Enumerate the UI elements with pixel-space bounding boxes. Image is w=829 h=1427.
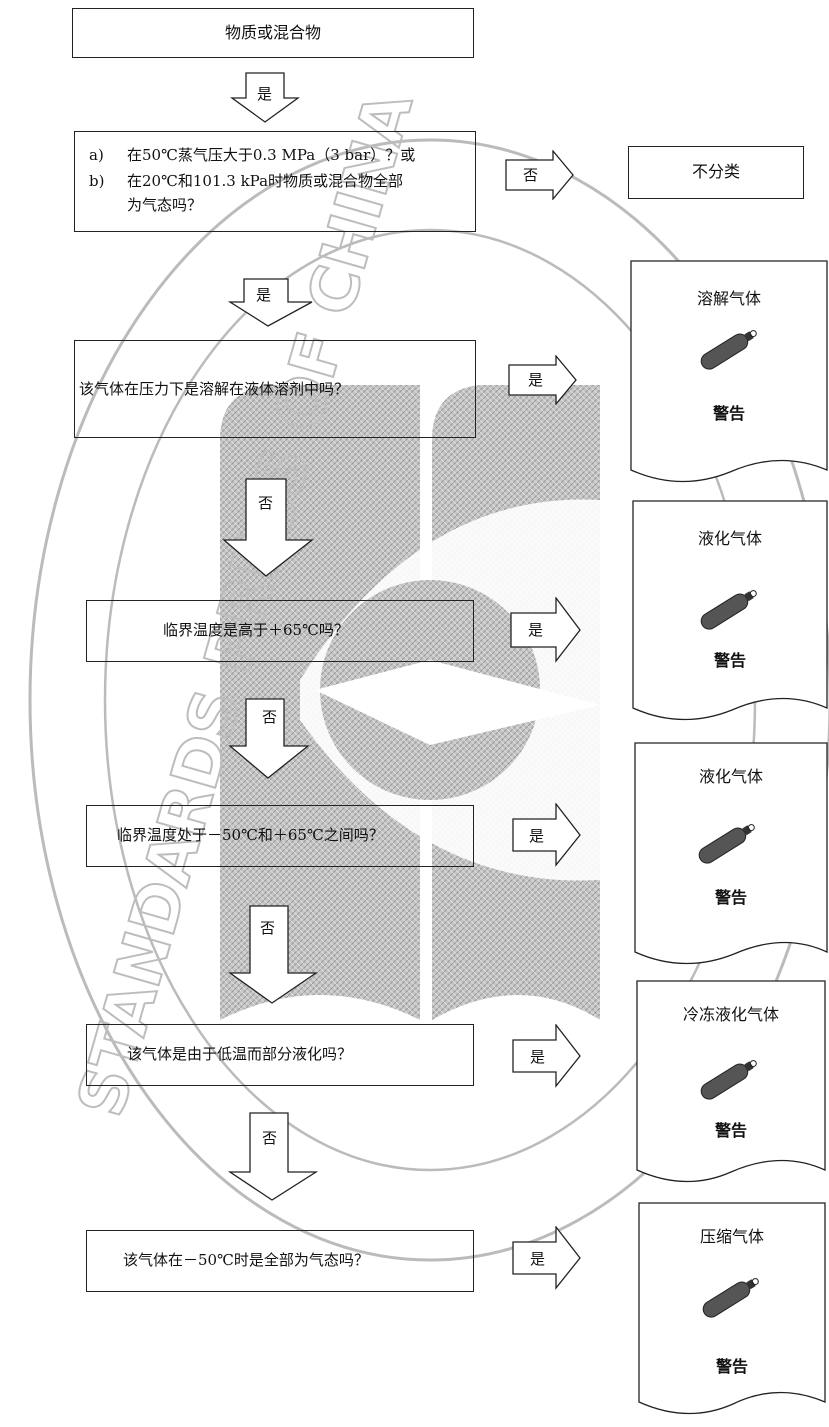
result-card-4: 压缩气体 警告 <box>638 1202 826 1424</box>
result-card-1: 液化气体 警告 <box>632 500 828 730</box>
gas-cylinder-icon <box>700 1060 757 1100</box>
q4-label: 临界温度处于－50℃和＋65℃之间吗？ <box>117 826 384 844</box>
gas-cylinder-icon <box>698 824 755 864</box>
q5-label: 该气体是由于低温而部分液化吗？ <box>127 1045 353 1063</box>
not-classified-label: 不分类 <box>691 162 740 181</box>
right-arrow-q1 <box>505 150 574 200</box>
document-shape <box>638 1202 826 1415</box>
down-arrow-5 <box>228 905 318 1004</box>
result-title: 液化气体 <box>697 529 762 548</box>
result-card-3: 冷冻液化气体 警告 <box>636 980 826 1192</box>
down-arrow-3 <box>222 478 314 577</box>
q1-b-text2: 为气态吗？ <box>127 196 203 214</box>
result-signal: 警告 <box>715 1357 748 1376</box>
q1-a-marker: a) <box>89 146 104 164</box>
document-shape <box>634 742 828 965</box>
right-arrow-q3 <box>510 597 581 663</box>
arrow-6-label: 否 <box>262 1129 278 1147</box>
result-signal: 警告 <box>712 404 745 423</box>
result-signal: 警告 <box>714 1121 747 1140</box>
down-arrow-2 <box>228 278 313 327</box>
result-card-0: 溶解气体 警告 <box>630 260 828 492</box>
q1-b-text1: 在20℃和101.3 kPa时物质或混合物全部 <box>127 172 404 190</box>
right-arrow-q2 <box>508 355 577 405</box>
question-4-box: 临界温度处于－50℃和＋65℃之间吗？ <box>86 805 474 867</box>
q4-right-label: 是 <box>529 827 545 845</box>
document-shape <box>630 260 828 483</box>
q1-b-marker: b) <box>89 172 105 190</box>
not-classified-box: 不分类 <box>628 146 804 199</box>
result-card-2: 液化气体 警告 <box>634 742 828 974</box>
q6-label: 该气体在－50℃时是全部为气态吗？ <box>123 1251 369 1269</box>
q5-right-label: 是 <box>530 1048 546 1066</box>
result-title: 压缩气体 <box>699 1227 764 1246</box>
q3-right-label: 是 <box>528 621 544 639</box>
right-arrow-q4 <box>512 803 581 867</box>
arrow-3-label: 否 <box>258 494 274 512</box>
down-arrow-1 <box>230 72 300 123</box>
question-2-box: 该气体在压力下是溶解在液体溶剂中吗？ <box>74 340 476 438</box>
arrow-1-label: 是 <box>257 85 273 103</box>
q3-label: 临界温度是高于＋65℃吗？ <box>163 621 349 639</box>
result-signal: 警告 <box>713 651 746 670</box>
arrow-5-label: 否 <box>260 919 276 937</box>
q1-a-text: 在50℃蒸气压大于0.3 MPa（3 bar）？或 <box>127 146 416 164</box>
start-label: 物质或混合物 <box>224 23 321 42</box>
q2-right-label: 是 <box>528 371 544 389</box>
result-title: 冷冻液化气体 <box>682 1005 779 1024</box>
question-1-box: a) 在50℃蒸气压大于0.3 MPa（3 bar）？或 b) 在20℃和101… <box>74 131 476 232</box>
right-arrow-q5 <box>512 1024 581 1088</box>
gas-cylinder-icon <box>702 1278 759 1318</box>
question-5-box: 该气体是由于低温而部分液化吗？ <box>86 1024 474 1086</box>
right-arrow-q6 <box>512 1226 581 1290</box>
result-signal: 警告 <box>714 888 747 907</box>
down-arrow-4 <box>228 698 310 779</box>
arrow-2-label: 是 <box>256 286 272 304</box>
result-title: 液化气体 <box>698 767 763 786</box>
q2-label: 该气体在压力下是溶解在液体溶剂中吗？ <box>79 380 350 398</box>
q1-right-label: 否 <box>523 166 539 184</box>
down-arrow-6 <box>228 1112 318 1201</box>
question-6-box: 该气体在－50℃时是全部为气态吗？ <box>86 1230 474 1292</box>
q6-right-label: 是 <box>530 1250 546 1268</box>
start-box: 物质或混合物 <box>72 8 474 58</box>
result-title: 溶解气体 <box>696 289 761 308</box>
gas-cylinder-icon <box>700 590 757 630</box>
question-3-box: 临界温度是高于＋65℃吗？ <box>86 600 474 662</box>
gas-cylinder-icon <box>700 330 757 370</box>
arrow-4-label: 否 <box>262 708 278 726</box>
